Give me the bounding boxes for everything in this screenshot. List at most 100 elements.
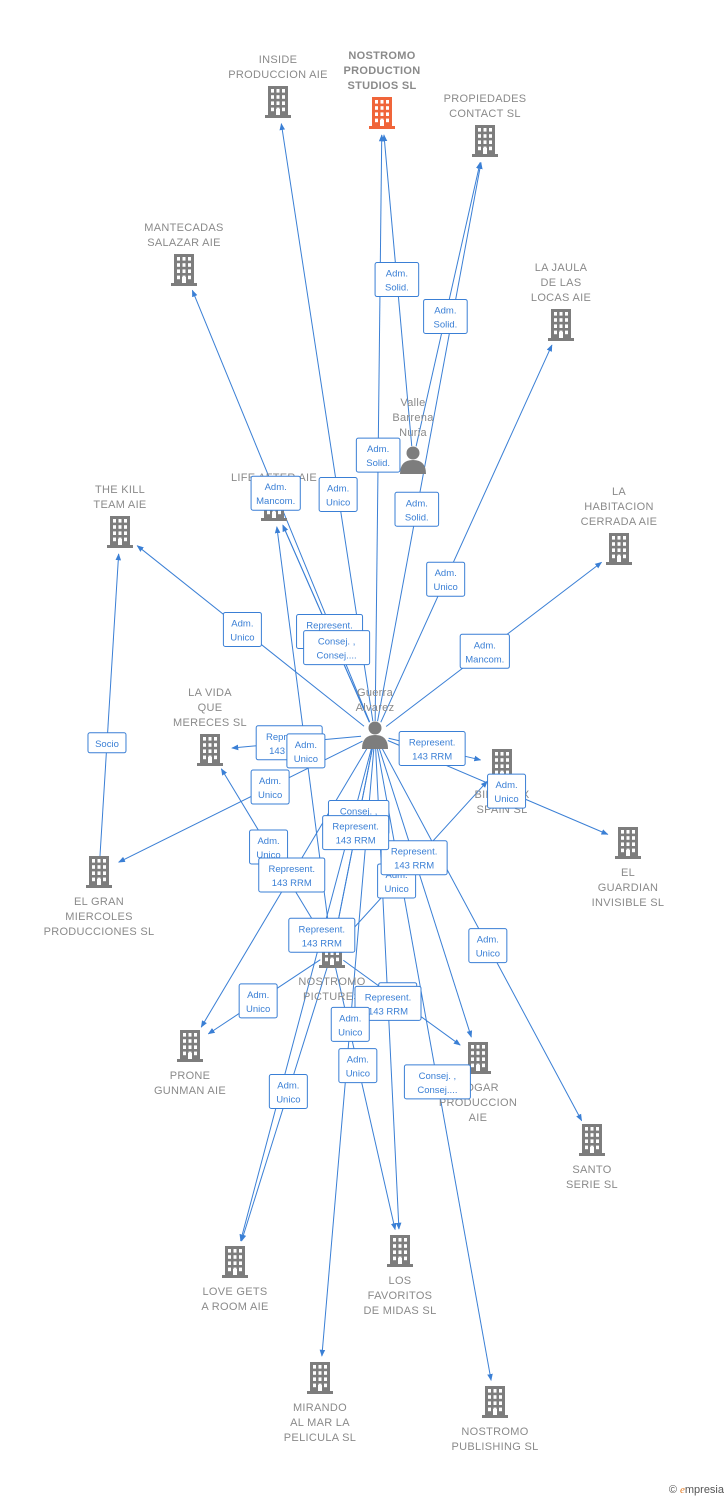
node-label: PICTURES: [303, 991, 361, 1003]
node-label: PRODUCCION: [439, 1097, 517, 1109]
edge-label-text: Adm.: [265, 482, 287, 493]
edge-label-14[interactable]: Adm.Unico: [487, 773, 527, 809]
edge-label-20[interactable]: Adm.Unico: [238, 983, 278, 1019]
edge-label-12[interactable]: Adm.Unico: [250, 769, 290, 805]
node-label: Valle: [400, 397, 425, 409]
edge-labels-layer: Adm.UnicoAdm.Solid.Adm.Solid.Adm.Solid.A…: [87, 262, 527, 1109]
edge-label-text: Adm.: [259, 776, 281, 787]
edge-label-21[interactable]: Represent. 143 RRM: [380, 840, 448, 876]
edge-label-23[interactable]: Adm. Unico: [468, 928, 508, 964]
node-label: LOS: [389, 1275, 412, 1287]
node-label: LA JAULA: [535, 262, 588, 274]
edge-label-9[interactable]: Socio: [87, 732, 127, 754]
node-label: A ROOM AIE: [201, 1301, 268, 1313]
edge-label-text: Unico: [476, 949, 500, 960]
building-icon: [197, 734, 223, 766]
edge-label-2[interactable]: Adm.Solid.: [374, 262, 420, 298]
edge-guerra-jaula-6: [380, 344, 553, 723]
node-label: Nuria: [399, 427, 427, 439]
edge-label-30[interactable]: Consej. ,Consej....: [303, 630, 371, 666]
edge-label-text: 143 RRM: [272, 878, 312, 889]
edge-label-3[interactable]: Adm.Solid.: [394, 491, 440, 527]
node-label: QUE: [198, 702, 223, 714]
building-icon: [465, 1042, 491, 1074]
edge-label-4[interactable]: Adm.Solid.: [423, 298, 468, 334]
edge-label-text: Adm.: [434, 305, 456, 316]
edge-label-text: Unico: [294, 754, 318, 765]
building-icon: [222, 1246, 248, 1278]
node-label: PUBLISHING SL: [451, 1441, 538, 1453]
edge-label-10[interactable]: Adm.Mancom.: [459, 633, 510, 669]
node-label: CERRADA AIE: [581, 516, 658, 528]
building-icon: [171, 254, 197, 286]
edge-label-text: Unico: [338, 1027, 362, 1038]
edge-label-0[interactable]: Adm.Unico: [318, 476, 358, 512]
person-icon: [362, 721, 388, 749]
edge-guerra-propiedades-3: [377, 161, 483, 722]
edge-label-13[interactable]: Represent.143 RRM: [398, 731, 466, 766]
node-label: FAVORITOS: [368, 1290, 433, 1302]
edge-label-8[interactable]: Adm. Unico: [222, 611, 262, 647]
edge-label-28[interactable]: Adm.Unico: [330, 1006, 370, 1042]
edge-label-5[interactable]: Adm. Mancom.: [250, 475, 301, 511]
edge-label-24[interactable]: Represent.143 RRM: [288, 917, 356, 953]
edge-label-text: Unico: [384, 884, 408, 895]
edge-label-text: Consej....: [417, 1085, 457, 1096]
building-icon: [177, 1030, 203, 1062]
edge-label-29[interactable]: Consej. , Consej....: [403, 1064, 471, 1100]
edge-label-17[interactable]: Adm. Unico: [249, 829, 289, 865]
edge-label-6[interactable]: Adm.Unico: [426, 561, 466, 597]
building-icon: [369, 97, 395, 129]
node-label: Alvarez: [356, 702, 395, 714]
edge-label-text: Mancom.: [256, 496, 295, 507]
node-label: LOCAS AIE: [531, 292, 591, 304]
edge-label-25[interactable]: Adm.Unico: [268, 1074, 308, 1109]
edge-label-text: Consej....: [317, 651, 357, 662]
edge-label-1[interactable]: Adm.Solid.: [355, 437, 401, 473]
edge-label-16[interactable]: Adm.Unico: [286, 733, 326, 769]
node-label: SANTO: [572, 1164, 611, 1176]
building-icon: [307, 1362, 333, 1394]
edge-label-26[interactable]: Represent.143 RRM: [354, 985, 422, 1021]
edge-label-31[interactable]: Represent.143 RRM: [322, 815, 390, 851]
edge-label-text: 143 RRM: [394, 861, 434, 872]
edge-label-text: Adm.: [231, 618, 253, 629]
node-publishing[interactable]: NOSTROMO PUBLISHING SL: [451, 1386, 538, 1453]
edge-label-19[interactable]: Represent.143 RRM: [258, 857, 326, 893]
node-label: NOSTROMO: [461, 1426, 528, 1438]
building-icon: [107, 516, 133, 548]
edge-label-text: Represent.: [391, 847, 437, 858]
node-label: PELICULA SL: [284, 1432, 356, 1444]
edge-label-text: Adm.: [367, 444, 389, 455]
edge-label-text: Adm.: [247, 990, 269, 1001]
edge-label-text: Unico: [256, 850, 280, 861]
edge-label-27[interactable]: Adm.Unico: [338, 1048, 378, 1084]
edge-label-text: Consej. ,: [419, 1071, 457, 1082]
edge-label-text: Unico: [276, 1095, 300, 1106]
edge-label-text: Unico: [230, 632, 254, 643]
edge-label-text: Adm.: [477, 935, 499, 946]
edge-label-text: 143 RRM: [302, 938, 342, 949]
node-label: TEAM AIE: [93, 499, 146, 511]
edge-label-text: Adm.: [257, 836, 279, 847]
